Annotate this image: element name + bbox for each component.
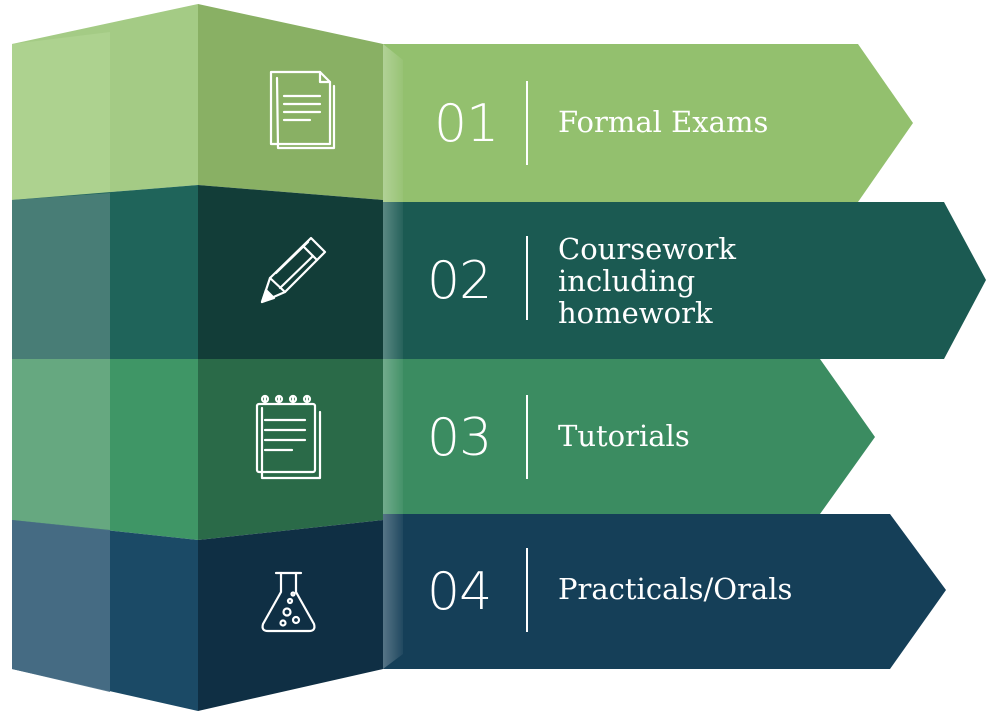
block-01 [12,4,383,200]
document-icon [269,70,336,150]
flask-icon [261,571,316,633]
step-label-02-line-2: including [558,264,696,298]
step-label-02-line-3: homework [558,296,713,330]
divider-02 [526,236,528,320]
step-number-03: 03 [427,408,492,468]
step-label-02: Coursework including homework [558,233,736,329]
step-label-02-line-1: Coursework [558,232,736,266]
pencil-icon [260,236,327,304]
step-number-01: 01 [434,94,499,154]
divider-01 [526,81,528,165]
divider-04 [526,548,528,632]
arrow-01 [383,44,913,202]
step-number-04: 04 [427,562,492,622]
step-label-01: Formal Exams [558,105,769,139]
block-03 [12,359,383,540]
notepad-icon [255,394,322,480]
step-number-02: 02 [427,251,492,311]
arrow-02 [383,202,986,359]
step-label-04: Practicals/Orals [558,572,793,606]
glass-edge [383,44,403,669]
step-label-03: Tutorials [558,419,690,453]
arrow-04 [383,514,946,669]
block-04 [12,520,383,711]
arrow-03 [383,359,875,514]
block-02 [12,185,383,359]
divider-03 [526,395,528,479]
